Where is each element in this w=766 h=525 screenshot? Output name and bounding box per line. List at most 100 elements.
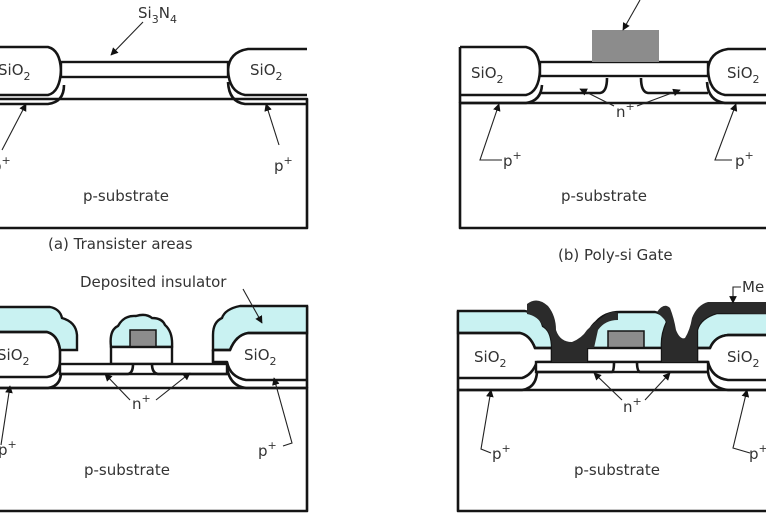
oxide-left-label: SiO2 — [0, 61, 31, 83]
n-plus-label: n+ — [132, 392, 151, 413]
field-oxide-left — [0, 330, 62, 379]
n-plus-region-right — [639, 77, 708, 95]
panel-b: SiO2 SiO2 n+ p+ p+ p-substrate (b) Poly-… — [458, 0, 766, 264]
p-plus-right-label: p+ — [735, 149, 754, 170]
p-plus-right-leader — [732, 389, 751, 454]
p-plus-right-leader — [272, 377, 293, 447]
substrate-label: p-substrate — [561, 187, 647, 205]
field-oxide-right — [211, 331, 307, 382]
svg-text:p+: p+ — [274, 154, 293, 175]
thin-oxide-layer — [534, 360, 710, 374]
n-plus-right-arrow — [636, 88, 681, 107]
n-plus-left-arrow — [579, 88, 615, 107]
svg-text:SiO2: SiO2 — [0, 346, 30, 368]
insulator-arrow — [242, 288, 263, 324]
panel-c: Deposited insulator SiO2 SiO2 n+ p+ p+ p… — [0, 273, 309, 513]
svg-text:p+: p+ — [735, 149, 754, 170]
n-plus-left-arrow — [104, 373, 131, 401]
oxide-right-label: SiO2 — [250, 61, 283, 83]
p-plus-right-arrow — [264, 103, 280, 146]
p-plus-right-label: p+ — [258, 439, 277, 460]
gate-oxide-block — [585, 346, 664, 364]
svg-text:SiO2: SiO2 — [244, 346, 277, 368]
svg-text:SiO2: SiO2 — [471, 64, 504, 86]
poly-silicon-gate — [592, 30, 659, 62]
svg-text:n+: n+ — [132, 392, 151, 413]
p-plus-right-label: p+ — [749, 442, 766, 463]
deposited-insulator-right — [211, 304, 309, 352]
poly-silicon-gate — [129, 329, 157, 348]
n-plus-region-left — [60, 363, 135, 376]
poly-gate-arrow — [622, 0, 641, 31]
p-plus-left-arrow — [1, 103, 27, 151]
oxide-right-label: SiO2 — [244, 346, 277, 368]
p-plus-left-arrow — [0, 385, 13, 446]
svg-text:p+: p+ — [0, 438, 17, 459]
svg-text:p+: p+ — [749, 442, 766, 463]
n-plus-right-arrow — [155, 372, 191, 401]
svg-text:n+: n+ — [623, 395, 642, 416]
thin-oxide-layer — [58, 362, 229, 376]
panel-a: SiO2 SiO2 Si3N4 p+ p+ p-substrate (a) Tr… — [0, 4, 309, 253]
panel-b-caption: (b) Poly-si Gate — [558, 246, 673, 264]
p-plus-right-label: p+ — [274, 154, 293, 175]
svg-text:n+: n+ — [616, 100, 635, 121]
p-plus-region-left — [460, 84, 544, 105]
oxide-left-label: SiO2 — [471, 64, 504, 86]
p-plus-region-left — [458, 371, 539, 392]
substrate-outline — [458, 101, 766, 230]
svg-text:p+: p+ — [258, 439, 277, 460]
substrate-outline — [0, 386, 309, 513]
substrate-label: p-substrate — [574, 461, 660, 479]
oxide-right-label: SiO2 — [727, 348, 760, 370]
poly-silicon-gate — [607, 330, 645, 349]
n-plus-label: n+ — [616, 100, 635, 121]
p-plus-left-label: p+ — [503, 149, 522, 170]
svg-text:SiO2: SiO2 — [727, 348, 760, 370]
p-plus-region-right — [705, 81, 766, 105]
svg-text:SiO2: SiO2 — [474, 348, 507, 370]
svg-text:p+: p+ — [492, 442, 511, 463]
n-plus-region-left — [540, 77, 609, 95]
substrate-outline — [456, 388, 766, 513]
substrate-outline — [0, 97, 309, 230]
p-plus-left-leader — [480, 389, 494, 454]
p-plus-region-left — [0, 84, 66, 106]
oxide-right-label: SiO2 — [727, 64, 760, 86]
gate-oxide-block — [109, 345, 174, 366]
oxide-left-label: SiO2 — [474, 348, 507, 370]
silicon-nitride-layer — [59, 60, 230, 79]
n-plus-region-left — [536, 361, 616, 374]
metal-leader — [729, 286, 741, 304]
svg-text:p+: p+ — [0, 154, 11, 175]
n-plus-right-arrow — [644, 372, 671, 401]
metal-label: Me — [742, 278, 764, 296]
svg-text:SiO2: SiO2 — [250, 61, 283, 83]
insulator-label: Deposited insulator — [80, 273, 227, 291]
panel-d: Me SiO2 SiO2 n+ p+ p+ p-substrate — [456, 278, 766, 513]
substrate-label: p-substrate — [83, 187, 169, 205]
p-plus-region-right — [226, 81, 307, 106]
n-plus-region-right — [635, 361, 708, 374]
p-plus-left-label: p+ — [492, 442, 511, 463]
p-plus-left-leader — [479, 103, 502, 161]
n-plus-left-arrow — [593, 372, 623, 401]
deposited-insulator-right — [695, 311, 766, 350]
nitride-arrow — [110, 21, 144, 56]
svg-text:p+: p+ — [503, 149, 522, 170]
svg-text:SiO2: SiO2 — [0, 61, 31, 83]
nitride-label: Si3N4 — [138, 4, 177, 26]
panel-a-caption: (a) Transister areas — [48, 235, 193, 253]
p-plus-left-label: p+ — [0, 438, 17, 459]
p-plus-left-label: p+ — [0, 154, 11, 175]
p-plus-region-right — [706, 371, 766, 392]
p-plus-right-leader — [714, 103, 738, 161]
n-plus-label: n+ — [623, 395, 642, 416]
metal-contact-left — [527, 300, 618, 362]
gate-oxide-layer — [538, 60, 710, 78]
svg-text:Si3N4: Si3N4 — [138, 4, 177, 26]
metal-contact-center — [657, 302, 766, 362]
oxide-left-label: SiO2 — [0, 346, 30, 368]
substrate-label: p-substrate — [84, 461, 170, 479]
